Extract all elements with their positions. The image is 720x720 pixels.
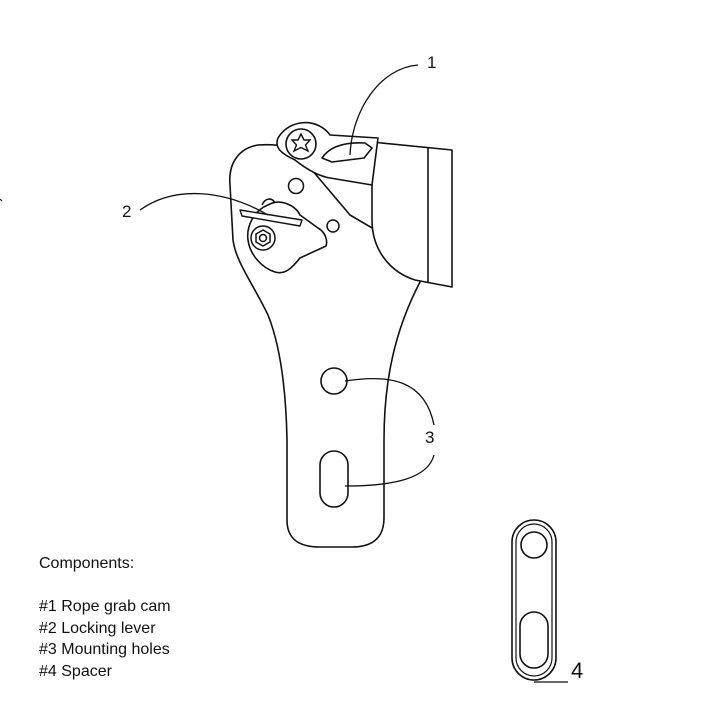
leader-line-2 [139,193,269,216]
leader-line-3b [344,454,435,487]
edge-mark [0,198,3,202]
legend-item-1: #1 Rope grab cam [39,598,171,615]
plate-small-holes [287,177,340,233]
legend-heading: Components: [39,555,135,572]
legend-spacer [39,575,171,597]
components-legend: Components: #1 Rope grab cam #2 Locking … [39,553,171,682]
spacer [511,519,557,681]
callout-4: 4 [571,658,583,683]
mounting-hole-round [320,367,348,395]
leader-lines [139,64,568,683]
callout-1: 1 [427,53,436,72]
callout-2: 2 [122,202,131,221]
leader-line-3a [344,377,435,426]
legend-item-3: #3 Mounting holes [39,641,170,658]
lever-nut [250,225,276,251]
cam-housing [371,141,453,288]
torx-screw [285,128,317,160]
mounting-holes [319,367,349,508]
leader-line-1 [349,64,419,156]
legend-item-4: #4 Spacer [39,662,112,680]
spacer-hole-slot [519,611,549,669]
legend-item-2: #2 Locking lever [39,619,156,637]
spacer-hole-round [520,531,548,559]
callout-3: 3 [425,428,434,447]
mounting-hole-slot [319,450,349,508]
locking-lever [239,198,328,274]
